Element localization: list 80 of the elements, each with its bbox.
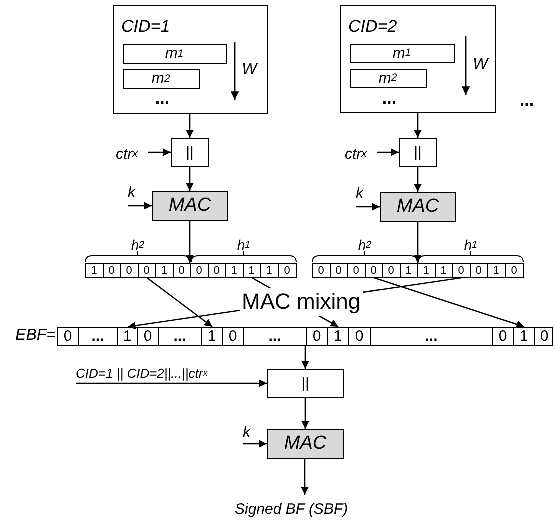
arrow <box>377 148 399 156</box>
bit-cell: ... <box>79 328 118 345</box>
array-label: EBF= <box>14 326 56 346</box>
bit-cell: 0 <box>174 264 191 277</box>
key-label: k <box>128 184 144 200</box>
concat-block: || <box>399 138 437 167</box>
bit-cell: 1 <box>328 328 349 345</box>
arrow <box>146 277 213 328</box>
key-label: k <box>243 424 257 440</box>
bit-cell: 1 <box>226 264 244 277</box>
arrow <box>148 148 171 156</box>
arrow <box>414 222 422 263</box>
bit-cell: ... <box>244 328 307 345</box>
bit-cell: 0 <box>349 328 371 345</box>
bit-cell: 0 <box>223 328 244 345</box>
arrow <box>414 113 422 138</box>
bit-cell: 0 <box>453 264 470 277</box>
bit-cell: 1 <box>156 264 174 277</box>
mac-block: MAC <box>380 192 456 222</box>
bit-cell: 0 <box>121 264 138 277</box>
bit-cell: 0 <box>191 264 208 277</box>
output-label: Signed BF (SBF) <box>235 499 375 519</box>
bit-cell: 1 <box>400 264 418 277</box>
bit-cell: 0 <box>138 264 156 277</box>
client-id-label: CID=1 <box>122 16 172 38</box>
bit-cell: 0 <box>138 328 159 345</box>
concat-block: || <box>267 369 344 398</box>
arrow <box>128 202 152 210</box>
ellipsis: ... <box>518 92 536 110</box>
client-box <box>340 5 496 113</box>
arrow <box>356 203 380 211</box>
bit-array <box>85 263 297 278</box>
bit-cell: 1 <box>488 264 506 277</box>
bit-cell: 0 <box>58 328 79 345</box>
bit-cell: ... <box>371 328 493 345</box>
bit-cell-text: 0 <box>539 328 550 345</box>
arrow <box>186 114 194 138</box>
arrow <box>186 221 194 263</box>
bit-cell: 1 <box>514 328 535 345</box>
bit-cell: 1 <box>118 328 138 345</box>
bit-cell: 0 <box>330 264 348 277</box>
axis-label: W <box>472 54 490 74</box>
arrow <box>374 277 525 328</box>
bit-cell: 0 <box>104 264 121 277</box>
bit-cell: 0 <box>493 328 514 345</box>
concat-block: || <box>171 138 209 167</box>
arrow <box>414 167 422 192</box>
bit-cell: 0 <box>208 264 226 277</box>
bit-cell-text: 0 <box>510 264 518 277</box>
bit-array <box>312 263 524 278</box>
bit-cell: 1 <box>244 264 261 277</box>
arrow <box>302 346 310 369</box>
arrow <box>302 398 310 429</box>
ellipsis: ... <box>154 90 171 108</box>
bit-cell: 1 <box>202 328 223 345</box>
bit-cell: 0 <box>313 264 330 277</box>
bit-cell: 0 <box>383 264 400 277</box>
arrow <box>301 459 309 495</box>
bit-cell: 0 <box>470 264 488 277</box>
bit-cell: ... <box>159 328 202 345</box>
bit-cell: 1 <box>436 264 453 277</box>
client-box <box>113 5 268 114</box>
key-label: k <box>356 185 372 201</box>
bit-cell: 0 <box>307 328 328 345</box>
client-id-label: CID=2 <box>348 16 398 38</box>
bit-cell: 1 <box>86 264 104 277</box>
arrow <box>243 440 267 448</box>
bit-cell: 0 <box>366 264 383 277</box>
bit-cell: 1 <box>261 264 278 277</box>
bit-cell: 1 <box>418 264 436 277</box>
mac-block: MAC <box>152 191 228 221</box>
mac-block: MAC <box>267 429 344 459</box>
axis-label: W <box>240 60 258 80</box>
bloom-filter-array <box>57 327 553 346</box>
ellipsis: ... <box>381 90 398 108</box>
bit-cell: 0 <box>348 264 366 277</box>
bit-cell-text: 0 <box>283 264 292 277</box>
arrow <box>186 167 194 191</box>
section-label: MAC mixing <box>240 288 363 316</box>
arrow <box>76 380 267 388</box>
